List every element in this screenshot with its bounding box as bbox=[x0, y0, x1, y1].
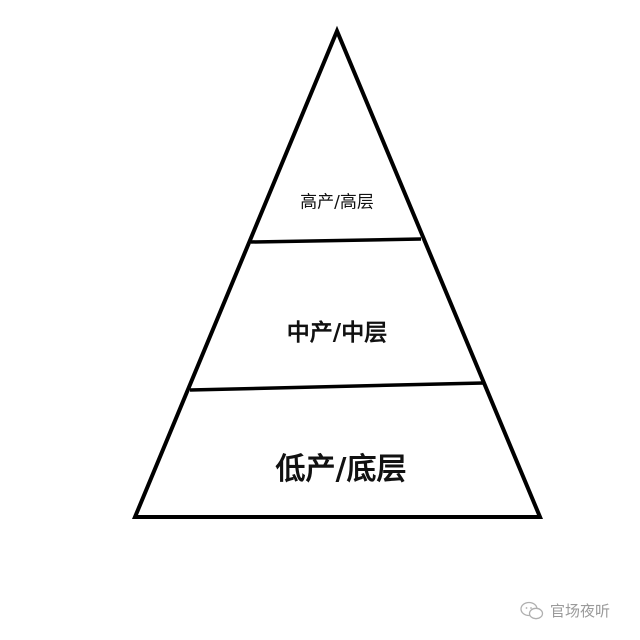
layer-label-top: 高产/高层 bbox=[300, 192, 374, 213]
watermark: 官场夜听 bbox=[520, 600, 610, 621]
watermark-text: 官场夜听 bbox=[550, 602, 611, 620]
divider-bottom bbox=[189, 381, 484, 392]
wechat-icon bbox=[520, 601, 544, 619]
layer-label-middle: 中产/中层 bbox=[286, 320, 388, 346]
layer-label-bottom: 低产/底层 bbox=[275, 452, 407, 487]
pyramid-outline bbox=[132, 25, 544, 519]
divider-top bbox=[250, 237, 422, 244]
